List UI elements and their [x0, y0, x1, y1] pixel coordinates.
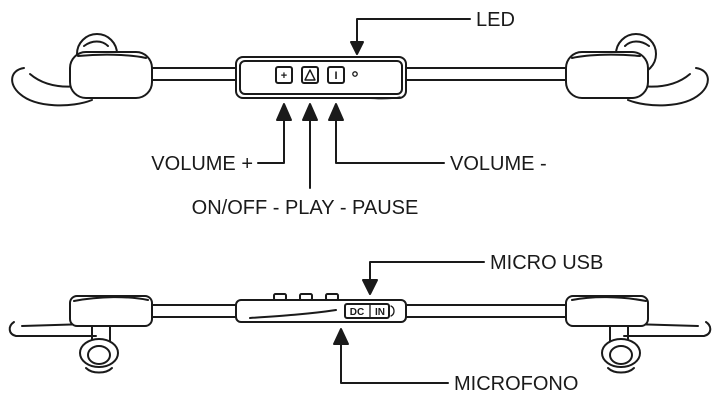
volume-plus-arrow-icon [276, 103, 292, 121]
micro-usb-slot [390, 305, 395, 317]
label-micro-usb: MICRO USB [490, 252, 603, 274]
volume-minus-button[interactable] [327, 66, 345, 84]
on-off-arrow-icon [302, 103, 318, 121]
label-volume-minus: VOLUME - [450, 153, 547, 175]
led-indicator [352, 71, 358, 77]
top-remote-control [235, 56, 407, 100]
led-arrow-icon [350, 41, 364, 55]
label-led: LED [476, 9, 515, 31]
volume-minus-leader-line [335, 115, 445, 164]
port-label-dc: DC [350, 307, 364, 318]
bottom-right-earphone [565, 295, 712, 374]
label-on-off-play-pause: ON/OFF - PLAY - PAUSE [192, 197, 419, 219]
microfono-arrow-icon [333, 328, 349, 345]
microfono-leader-line [340, 340, 449, 384]
volume-plus-button[interactable] [275, 66, 293, 84]
led-leader-line [356, 18, 471, 45]
top-right-earphone [565, 33, 709, 107]
volume-minus-arrow-icon [328, 103, 344, 121]
micro-usb-port[interactable] [344, 303, 390, 319]
micro-usb-leader-line [369, 261, 485, 283]
label-microfono: MICROFONO [454, 373, 578, 395]
label-volume-plus: VOLUME + [151, 153, 253, 175]
top-left-earphone [11, 33, 153, 107]
port-label-in: IN [375, 307, 385, 318]
bottom-left-earphone [8, 295, 153, 374]
minus-bar-icon: I [334, 70, 337, 82]
micro-usb-arrow-icon [362, 279, 378, 295]
play-triangle-icon [304, 69, 316, 81]
volume-plus-leader-line [257, 115, 285, 164]
plus-icon: + [281, 70, 287, 82]
